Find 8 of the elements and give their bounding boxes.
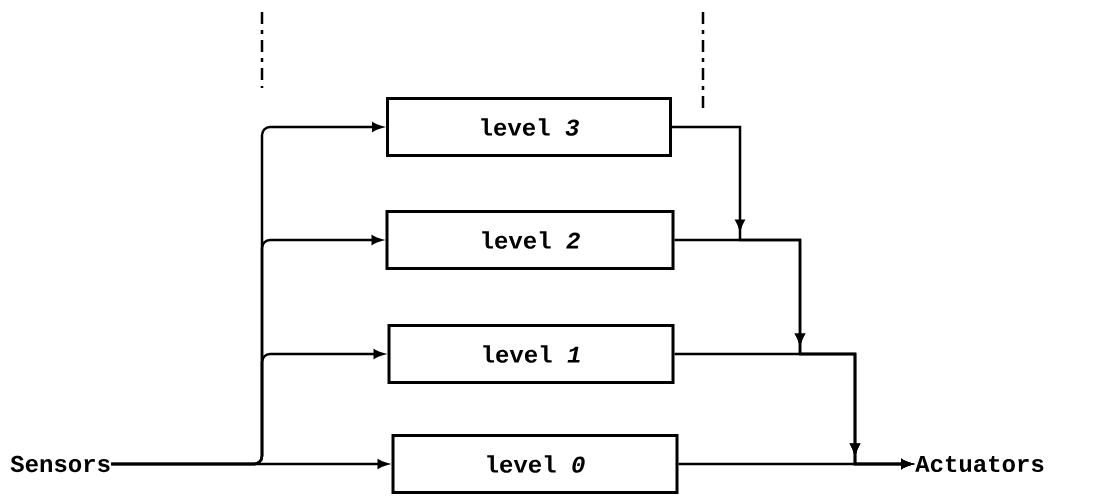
- level-box: level 1: [387, 324, 675, 384]
- label-text: Sensors: [10, 455, 110, 473]
- label-text: Actuators: [915, 455, 1044, 473]
- level-box: level 0: [391, 434, 679, 494]
- level-box: level 3: [386, 97, 672, 157]
- arrow: [111, 122, 383, 466]
- arrow: [678, 459, 912, 469]
- level-box: level 2: [385, 210, 675, 270]
